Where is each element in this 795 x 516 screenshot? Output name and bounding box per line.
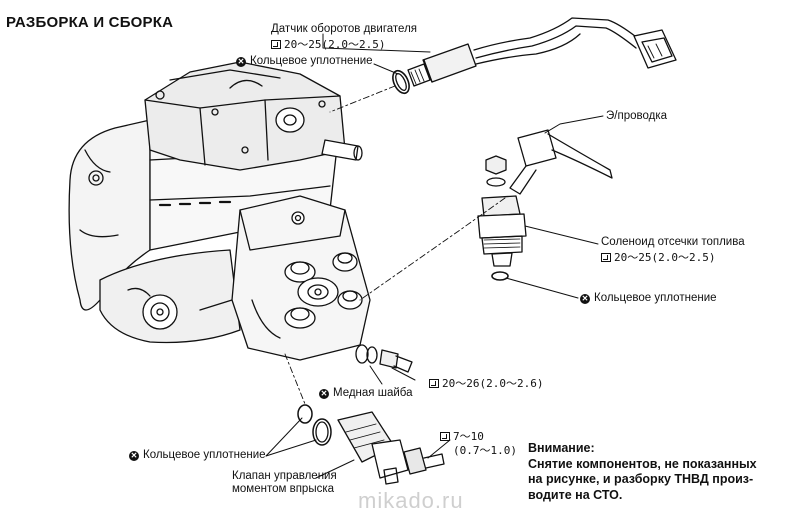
speed-sensor-torque: 20～25(2.0～2.5) [271, 38, 385, 51]
attention-line3: водите на СТО. [528, 487, 623, 502]
bolt-torque: 20～26(2.0～2.6) [429, 377, 543, 390]
attention-heading: Внимание: [528, 441, 595, 455]
assembly-line-sensor [329, 85, 396, 113]
leader-lines [265, 33, 604, 479]
attention-line2: на рисунке, и разборку ТНВД произ- [528, 472, 754, 486]
page-title: РАЗБОРКА И СБОРКА [6, 14, 174, 31]
fuel-cut-solenoid [477, 129, 613, 281]
o-ring-bottom-label: ✕ Кольцевое уплотнение [129, 449, 266, 462]
o-ring-top-label: ✕ Кольцевое уплотнение [236, 55, 373, 68]
injection-pump-body [68, 61, 371, 361]
watermark: mikado.ru [358, 488, 464, 513]
replace-part-icon: ✕ [580, 294, 590, 304]
valve-label-line2: моментом впрыска [232, 483, 335, 495]
attention-note: Внимание: Снятие компонентов, не показан… [528, 441, 790, 503]
torque-wrench-icon [440, 432, 450, 441]
valve-label-line1: Клапан управления [232, 470, 337, 482]
copper-washer-label: ✕ Медная шайба [319, 387, 413, 400]
replace-part-icon: ✕ [319, 389, 329, 399]
o-ring-top-text: Кольцевое уплотнение [250, 55, 373, 67]
attention-line1: Снятие компонентов, не показанных [528, 456, 757, 471]
replace-part-icon: ✕ [236, 57, 246, 67]
solenoid-torque: 20～25(2.0～2.5) [601, 251, 715, 264]
assembly-line-valve [284, 353, 306, 405]
o-rings-bottom [297, 404, 332, 446]
torque-wrench-icon [271, 40, 281, 49]
copper-washer-text: Медная шайба [333, 387, 413, 399]
speed-sensor-torque-value: 20～25(2.0～2.5) [284, 38, 386, 51]
o-ring-right-label: ✕ Кольцевое уплотнение [580, 292, 717, 305]
wiring-label: Э/проводка [606, 110, 667, 122]
replace-part-icon: ✕ [129, 451, 139, 461]
solenoid-torque-value: 20～25(2.0～2.5) [614, 251, 716, 264]
valve-torque-line1: 7～10 [440, 430, 484, 443]
torque-wrench-icon [429, 379, 439, 388]
speed-sensor-label: Датчик оборотов двигателя [271, 23, 418, 35]
o-ring-bottom-text: Кольцевое уплотнение [143, 449, 266, 461]
bolt-with-copper-washer [355, 344, 413, 373]
o-ring-right-text: Кольцевое уплотнение [594, 292, 717, 304]
valve-torque-value: 7～10 [453, 430, 484, 443]
timing-control-valve [337, 411, 445, 485]
assembly-line-solenoid [359, 197, 506, 301]
engine-speed-sensor [407, 17, 677, 87]
torque-wrench-icon [601, 253, 611, 262]
valve-torque-line2: (0.7～1.0) [453, 444, 517, 457]
fuel-cut-solenoid-label: Соленоид отсечки топлива [601, 236, 745, 248]
bolt-torque-value: 20～26(2.0～2.6) [442, 377, 544, 390]
